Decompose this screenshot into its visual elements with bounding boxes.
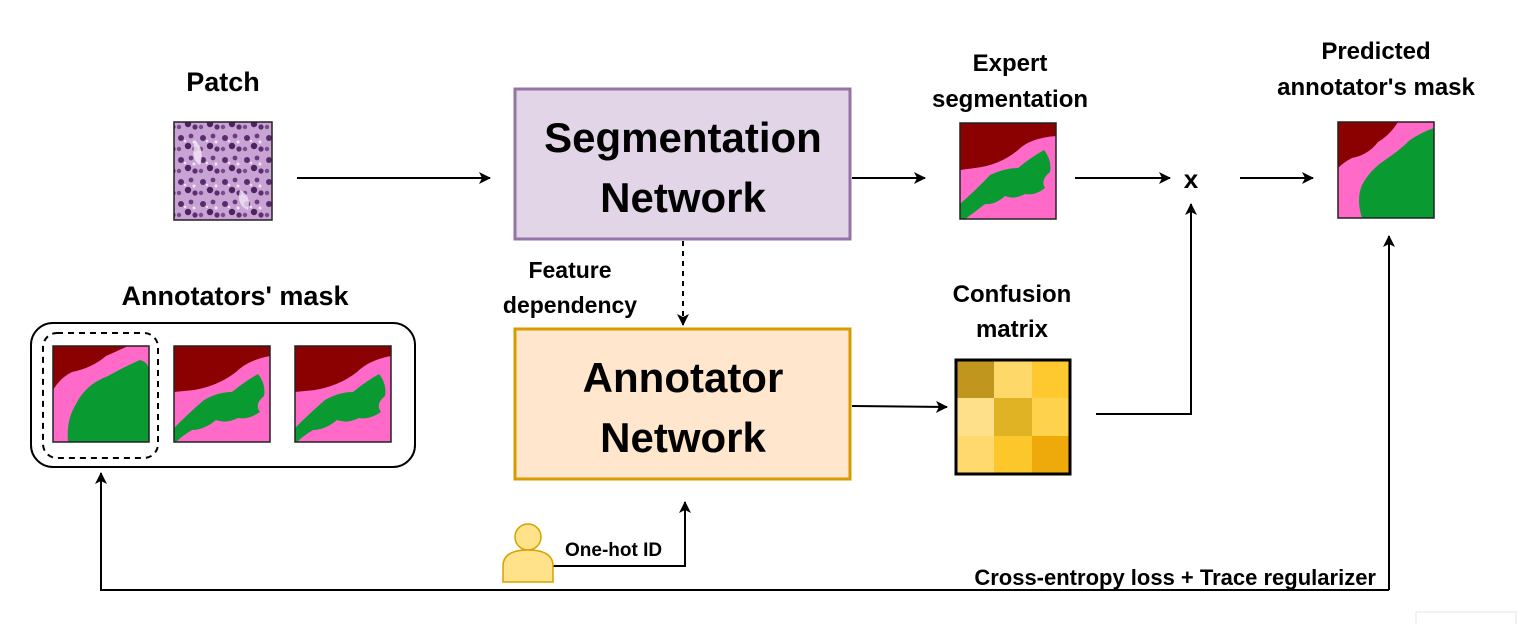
- predicted-mask-label-line1: Predicted: [1321, 38, 1430, 65]
- confusion-matrix-label-line2: matrix: [976, 316, 1049, 343]
- loss-feedback-arrow-left: [95, 472, 1389, 591]
- annotator-network-label-line1: Annotator: [583, 354, 784, 401]
- arrow-annotator-to-confusion: [851, 400, 948, 413]
- annotator-network-box: [513, 327, 852, 481]
- segmentation-network-label-line1: Segmentation: [544, 114, 822, 161]
- confusion-matrix-cell: [994, 398, 1032, 436]
- confusion-matrix-cell: [1032, 436, 1070, 474]
- annotators-mask-label: Annotators' mask: [122, 281, 350, 311]
- one-hot-id-label: One-hot ID: [565, 540, 662, 561]
- expert-segmentation-label-line2: segmentation: [932, 86, 1088, 113]
- expert-segmentation-mask: [959, 122, 1057, 220]
- user-icon: [502, 523, 554, 583]
- arrow-confusion-to-multiply: [1096, 203, 1197, 415]
- segmentation-network-box: [513, 87, 852, 241]
- arrow-onehot-to-annotator: [553, 501, 691, 567]
- multiply-symbol: x: [1184, 164, 1199, 194]
- annotator-mask-3: [294, 345, 392, 443]
- corner-box: [1415, 611, 1517, 624]
- confusion-matrix-cell: [1032, 360, 1070, 398]
- patch-image: [173, 121, 273, 221]
- patch-label: Patch: [186, 67, 260, 97]
- confusion-matrix-border: [954, 358, 1072, 476]
- feature-dependency-label-line2: dependency: [503, 292, 637, 318]
- annotator-mask-2: [173, 345, 271, 443]
- selected-annotator-dashed-box: [42, 332, 159, 459]
- segmentation-network-label-line2: Network: [600, 174, 766, 221]
- feature-dependency-label-line1: Feature: [528, 257, 611, 283]
- annotators-mask-container: [30, 322, 416, 468]
- annotator-mask-1: [52, 345, 150, 443]
- confusion-matrix-label-line1: Confusion: [953, 281, 1072, 308]
- confusion-matrix-cell: [1032, 398, 1070, 436]
- confusion-matrix-cell: [956, 398, 994, 436]
- loss-label: Cross-entropy loss + Trace regularizer: [974, 565, 1376, 590]
- predicted-mask-label-line2: annotator's mask: [1277, 74, 1475, 101]
- confusion-matrix-grid: [954, 358, 1072, 476]
- confusion-matrix-cell: [956, 360, 994, 398]
- confusion-matrix-cell: [994, 360, 1032, 398]
- predicted-mask: [1337, 121, 1435, 219]
- confusion-matrix-cell: [956, 436, 994, 474]
- confusion-matrix-cell: [994, 436, 1032, 474]
- annotator-network-label-line2: Network: [600, 414, 766, 461]
- expert-segmentation-label-line1: Expert: [973, 50, 1048, 77]
